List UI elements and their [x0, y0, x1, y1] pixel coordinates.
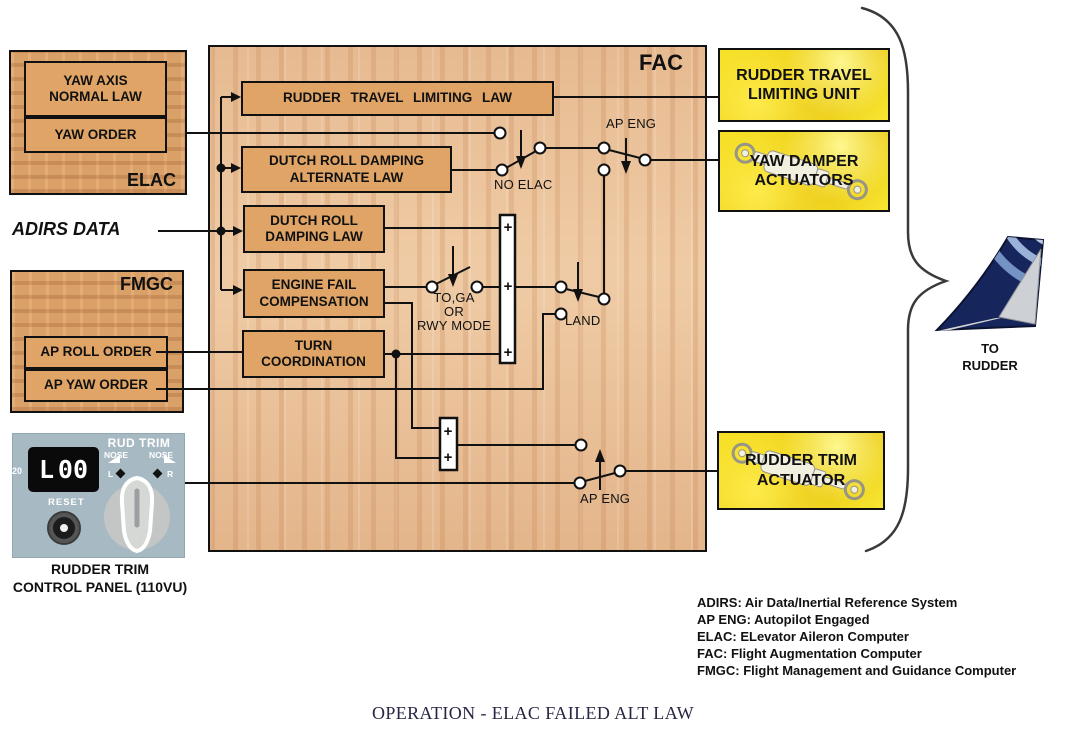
trim-display-letter: L: [39, 455, 55, 484]
rudder-travel-limiting-unit-label: RUDDER TRAVEL LIMITING UNIT: [736, 66, 872, 103]
trim-summer: [438, 416, 459, 472]
rud-trim-label: RUD TRIM: [107, 436, 171, 450]
engine-fail-compensation-label: ENGINE FAIL COMPENSATION: [259, 277, 369, 309]
yaw-damper-actuators-label: YAW DAMPER ACTUATORS: [749, 152, 859, 189]
plus-sign: +: [443, 449, 453, 466]
adirs-data-label: ADIRS DATA: [12, 219, 121, 239]
dutch-roll-damping-law-box: DUTCH ROLL DAMPING LAW: [243, 205, 385, 253]
plus-sign: +: [443, 423, 453, 440]
rudder-trim-panel: RUD TRIM NOSE NOSE L R 20 L 00 RESET: [12, 433, 185, 558]
brace: [860, 6, 950, 553]
fmgc-box: FMGC AP ROLL ORDER AP YAW ORDER: [10, 270, 184, 413]
ap-yaw-order-box: AP YAW ORDER: [24, 369, 168, 402]
turn-coordination-label: TURN COORDINATION: [261, 337, 366, 369]
summing-bar: [498, 213, 517, 365]
yaw-axis-normal-law-box: YAW AXIS NORMAL LAW: [24, 61, 167, 117]
actuator-icon: [731, 442, 865, 501]
switch-label-ap-eng-bottom: AP ENG: [580, 491, 631, 506]
dutch-roll-damping-alternate-law-label: DUTCH ROLL DAMPING ALTERNATE LAW: [269, 153, 424, 185]
rudder-travel-limiting-unit-box: RUDDER TRAVEL LIMITING UNIT: [718, 48, 890, 122]
switch-label-land: LAND: [565, 313, 601, 328]
legend-line: ADIRS: Air Data/Inertial Reference Syste…: [697, 595, 958, 610]
ap-yaw-order-label: AP YAW ORDER: [43, 377, 149, 393]
plus-sign: +: [503, 219, 513, 236]
dutch-roll-damping-law-label: DUTCH ROLL DAMPING LAW: [265, 212, 363, 244]
rudder-trim-actuator-box: RUDDER TRIM ACTUATOR: [717, 431, 885, 510]
nose-left-arrow-icon: [108, 455, 120, 463]
fac-box: [208, 45, 707, 552]
elac-box: YAW AXIS NORMAL LAW YAW ORDER ELAC: [9, 50, 187, 195]
dutch-roll-damping-alternate-law-box: DUTCH ROLL DAMPING ALTERNATE LAW: [241, 146, 452, 193]
switch-label-toga-rwy: TO,GA OR RWY MODE: [416, 290, 492, 333]
engine-fail-compensation-box: ENGINE FAIL COMPENSATION: [243, 269, 385, 318]
nose-right-arrow-icon: [164, 455, 176, 463]
ap-roll-order-label: AP ROLL ORDER: [40, 344, 152, 360]
to-rudder-label: TO RUDDER: [962, 341, 1018, 373]
nose-right-label: NOSE: [149, 450, 174, 460]
yaw-axis-normal-law-label: YAW AXIS NORMAL LAW: [49, 72, 142, 104]
trim-display: L 00: [28, 447, 99, 492]
plus-sign: +: [503, 344, 513, 361]
nose-r-label: R: [167, 469, 174, 479]
legend-line: AP ENG: Autopilot Engaged: [697, 612, 870, 627]
yaw-damper-actuators-box: YAW DAMPER ACTUATORS: [718, 130, 890, 212]
tail-fin-icon: [934, 235, 1045, 332]
ap-roll-order-box: AP ROLL ORDER: [24, 336, 168, 369]
yaw-order-box: YAW ORDER: [24, 117, 167, 153]
legend-line: FMGC: Flight Management and Guidance Com…: [697, 663, 1017, 678]
elac-label: ELAC: [127, 170, 176, 190]
trim-display-digits: 00: [57, 455, 88, 484]
nose-l-label: L: [108, 469, 114, 479]
actuator-icon: [734, 142, 868, 201]
trim-panel-caption: RUDDER TRIM CONTROL PANEL (110VU): [12, 561, 188, 595]
reset-label: RESET: [48, 497, 85, 508]
legend-line: FAC: Flight Augmentation Computer: [697, 646, 922, 661]
rudder-trim-actuator-label: RUDDER TRIM ACTUATOR: [745, 452, 857, 489]
fac-label: FAC: [639, 50, 683, 75]
fmgc-label: FMGC: [120, 274, 173, 294]
plus-sign: +: [503, 278, 513, 295]
legend: ADIRS: Air Data/Inertial Reference Syste…: [697, 594, 1016, 679]
rudder-travel-limiting-law-label: RUDDER TRAVEL LIMITING LAW: [283, 90, 512, 106]
switch-label-ap-eng-top: AP ENG: [606, 116, 657, 131]
diagram-title: OPERATION - ELAC FAILED ALT LAW: [371, 703, 695, 723]
nose-left-label: NOSE: [104, 450, 129, 460]
rudder-travel-limiting-law-box: RUDDER TRAVEL LIMITING LAW: [241, 81, 554, 116]
reset-button: [47, 511, 81, 545]
yaw-order-label: YAW ORDER: [54, 126, 137, 142]
switch-label-no-elac: NO ELAC: [494, 177, 553, 192]
turn-coordination-box: TURN COORDINATION: [242, 330, 385, 378]
trim-knob: [104, 475, 170, 554]
legend-line: ELAC: ELevator Aileron Computer: [697, 629, 909, 644]
trim-scale-20: 20: [12, 466, 23, 476]
trim-panel-graphics: [47, 455, 176, 554]
